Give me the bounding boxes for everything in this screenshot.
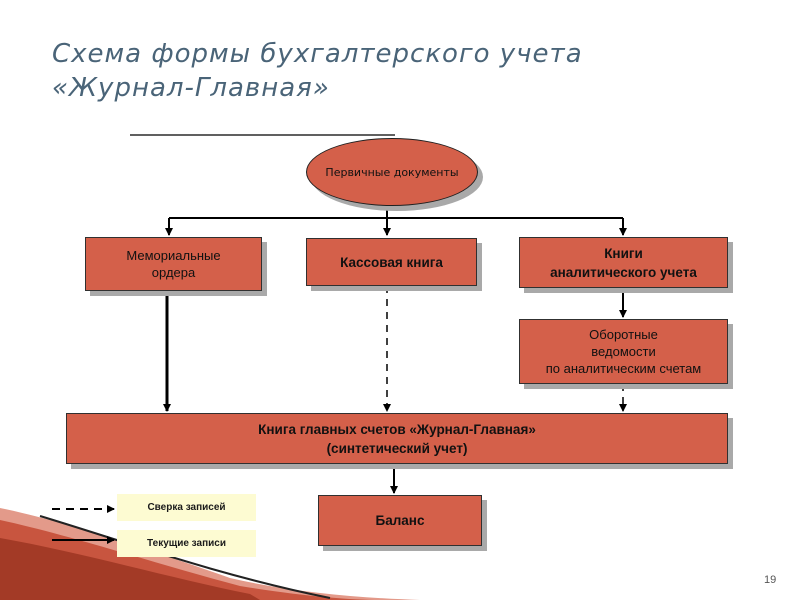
node-turnover-sheets: Оборотные ведомости по аналитическим сче… xyxy=(519,319,728,384)
node-general-ledger-line-2: (синтетический учет) xyxy=(326,440,468,456)
node-balance: Баланс xyxy=(318,495,482,546)
node-turnover-sheets-line-3: по аналитическим счетам xyxy=(545,361,702,376)
node-analytic-books: Книги аналитического учета xyxy=(519,237,728,288)
node-general-ledger-line-1: Книга главных счетов «Журнал-Главная» xyxy=(258,421,536,437)
node-cash-book-label: Кассовая книга xyxy=(340,254,443,270)
node-primary-documents-label: Первичные документы xyxy=(325,165,459,179)
legend-current-entries: Текущие записи xyxy=(117,530,256,557)
legend-reconciliation: Сверка записей xyxy=(117,494,256,521)
node-general-ledger: Книга главных счетов «Журнал-Главная» (с… xyxy=(66,413,728,464)
node-memorial-orders-line-1: Мемориальные xyxy=(126,248,221,263)
node-primary-documents: Первичные документы xyxy=(306,138,478,206)
page-number: 19 xyxy=(764,574,777,586)
page-title: Схема формы бухгалтерского учета «Журнал… xyxy=(52,37,583,105)
legend-reconciliation-label: Сверка записей xyxy=(147,502,226,513)
title-line-2: «Журнал-Главная» xyxy=(52,73,330,103)
node-analytic-books-line-1: Книги xyxy=(604,245,643,261)
node-cash-book: Кассовая книга xyxy=(306,238,477,286)
title-line-1: Схема формы бухгалтерского учета xyxy=(52,39,583,69)
node-memorial-orders-line-2: ордера xyxy=(151,265,196,280)
node-analytic-books-line-2: аналитического учета xyxy=(550,264,697,280)
legend-current-entries-label: Текущие записи xyxy=(147,538,226,549)
node-turnover-sheets-line-1: Оборотные xyxy=(589,327,658,342)
node-balance-label: Баланс xyxy=(375,513,425,528)
node-turnover-sheets-line-2: ведомости xyxy=(591,344,656,359)
node-memorial-orders: Мемориальные ордера xyxy=(85,237,262,291)
decorative-swoosh xyxy=(0,508,420,600)
